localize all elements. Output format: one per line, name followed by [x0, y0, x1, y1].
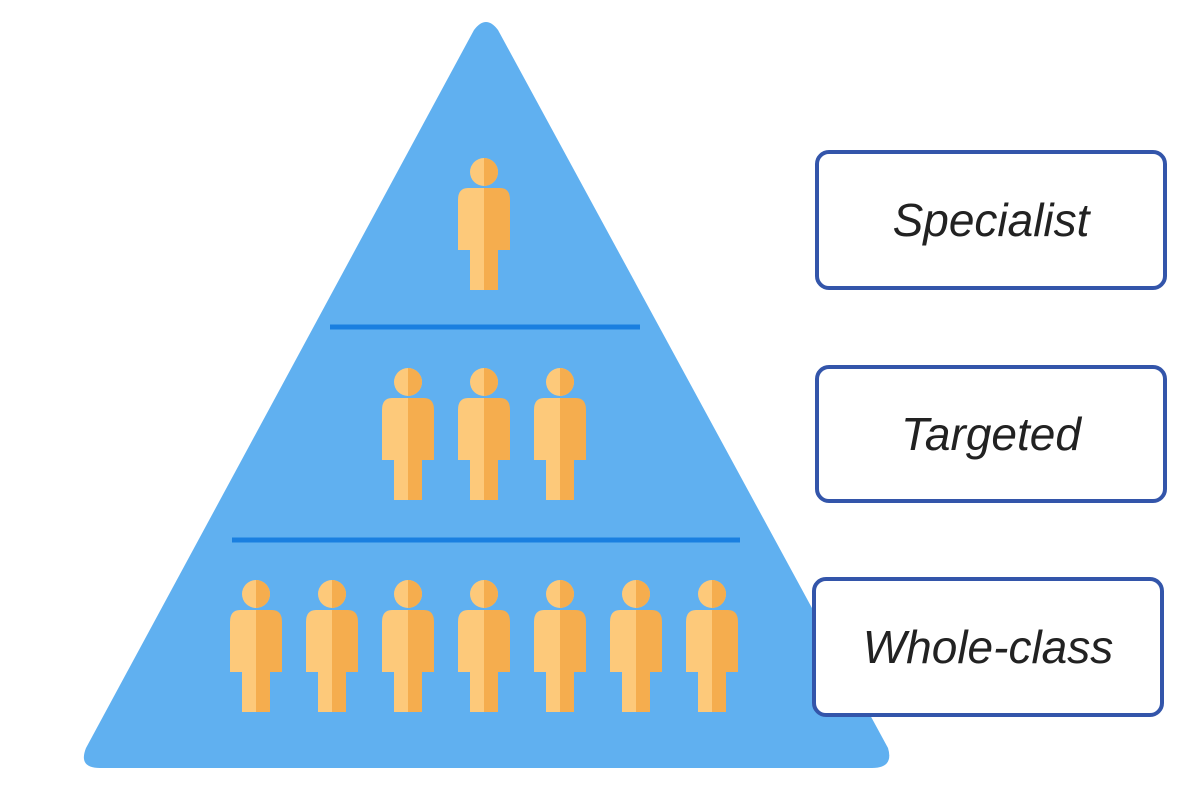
person-icon: [534, 368, 586, 500]
tier-label-text: Targeted: [901, 408, 1081, 460]
tier-label-text: Whole-class: [862, 621, 1114, 673]
person-icon: [610, 580, 662, 712]
person-icon: [534, 580, 586, 712]
tier-label-specialist: Specialist: [815, 150, 1167, 290]
tier-label-targeted: Targeted: [815, 365, 1167, 503]
person-icon: [230, 580, 282, 712]
person-icon: [382, 368, 434, 500]
person-icon: [306, 580, 358, 712]
tier-label-whole-class: Whole-class: [812, 577, 1164, 717]
person-icon: [458, 580, 510, 712]
person-icon: [382, 580, 434, 712]
tier-label-text: Specialist: [892, 194, 1090, 246]
people-layer: [230, 158, 738, 712]
person-icon: [458, 158, 510, 290]
person-icon: [458, 368, 510, 500]
person-icon: [686, 580, 738, 712]
